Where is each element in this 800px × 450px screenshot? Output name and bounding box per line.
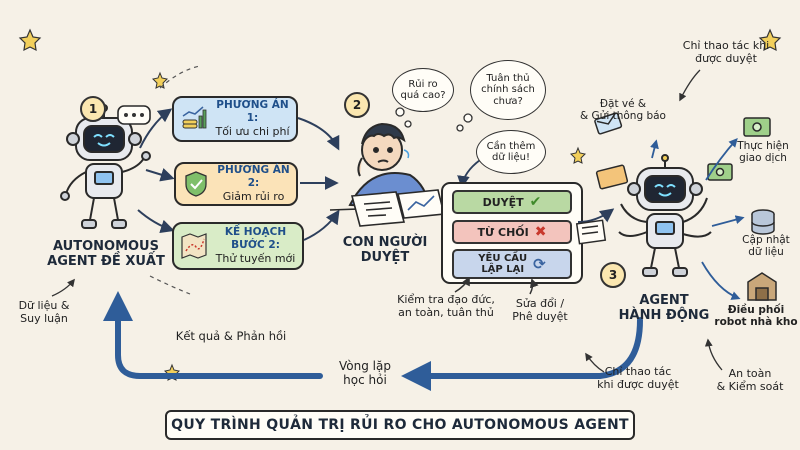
ticket-envelope-icon (594, 112, 623, 135)
star-icon (18, 28, 42, 52)
option-1-card: PHƯƠNG ÁN 1: Tối ưu chi phí (172, 96, 298, 142)
approve-option: DUYỆT ✔ (452, 190, 572, 214)
option-2-card: PHƯƠNG ÁN 2: Giảm rủi ro (174, 162, 298, 206)
step-number-3: 3 (600, 262, 626, 288)
action-warehouse-robots: Điều phối robot nhà kho (714, 304, 798, 329)
option-3-card: KẾ HOẠCH BƯỚC 2: Thử tuyến mới (172, 222, 304, 270)
thought-cloud-compliance: Tuân thủ chính sách chưa? (470, 60, 546, 120)
step1-label: AUTONOMOUS AGENT ĐỀ XUẤT (47, 239, 165, 269)
shield-check-icon (185, 171, 207, 197)
speech-bubble-icon (117, 105, 151, 125)
step3-bottom-note: Chỉ thao tác khi được duyệt (597, 365, 679, 391)
option-1-text: Tối ưu chi phí (215, 125, 290, 139)
option-3-text: Thử tuyến mới (215, 252, 296, 266)
agent-robot-left (60, 104, 151, 229)
check-icon: ✔ (529, 194, 542, 210)
edit-note: Sửa đổi / Phê duyệt (512, 297, 568, 323)
chart-coins-icon (182, 106, 207, 129)
option-2-text: Giảm rủi ro (222, 190, 285, 204)
action-booking: Đặt vé & & Gửi thông báo (580, 98, 666, 123)
action-transaction: Thực hiện giao dịch (737, 140, 789, 165)
agent-robot-right (618, 154, 712, 277)
safety-note: An toàn & Kiểm soát (716, 367, 784, 393)
step2-label: CON NGƯỜI DUYỆT (342, 235, 428, 265)
step-number-2: 2 (344, 92, 370, 118)
option-3-title: KẾ HOẠCH BƯỚC 2: (224, 226, 287, 252)
reject-option: TỪ CHỐI ✖ (452, 220, 572, 244)
reject-label: TỪ CHỐI (477, 225, 529, 239)
redo-option: YÊU CẦU LẬP LẠI ⟳ (452, 249, 572, 279)
page-title: QUY TRÌNH QUẢN TRỊ RỦI RO CHO AUTONOMOUS… (165, 410, 635, 440)
option-2-title: PHƯƠNG ÁN 2: (217, 164, 290, 190)
star-icon (151, 71, 169, 89)
result-feedback-label: Kết quả & Phản hồi (175, 329, 287, 343)
ticket-icon (575, 164, 629, 245)
star-icon (569, 146, 587, 164)
check-note: Kiểm tra đạo đức, an toàn, tuân thủ (397, 293, 495, 319)
desk-papers-icon (329, 189, 446, 227)
learning-loop-label: Vòng lặp học hỏi (339, 359, 391, 387)
redo-label: YÊU CẦU LẬP LẠI (478, 253, 528, 275)
thought-cloud-more-data: Cần thêm dữ liệu! (476, 130, 546, 174)
step3-label: AGENT HÀNH ĐỘNG (618, 293, 710, 323)
option-1-title: PHƯƠNG ÁN 1: (216, 99, 289, 125)
database-icon (751, 209, 775, 235)
step-number-1: 1 (80, 96, 106, 122)
approve-label: DUYỆT (482, 195, 524, 209)
step3-top-note: Chỉ thao tác khi được duyệt (682, 39, 770, 65)
cross-icon: ✖ (534, 224, 547, 240)
action-update-data: Cập nhật dữ liệu (742, 234, 790, 259)
step1-input-note: Dữ liệu & Suy luận (18, 299, 70, 325)
route-map-icon (181, 233, 207, 259)
star-icon (758, 28, 782, 52)
refresh-icon: ⟳ (533, 255, 546, 273)
warehouse-icon (747, 272, 777, 301)
thought-cloud-risk: Rủi ro quá cao? (392, 68, 454, 112)
